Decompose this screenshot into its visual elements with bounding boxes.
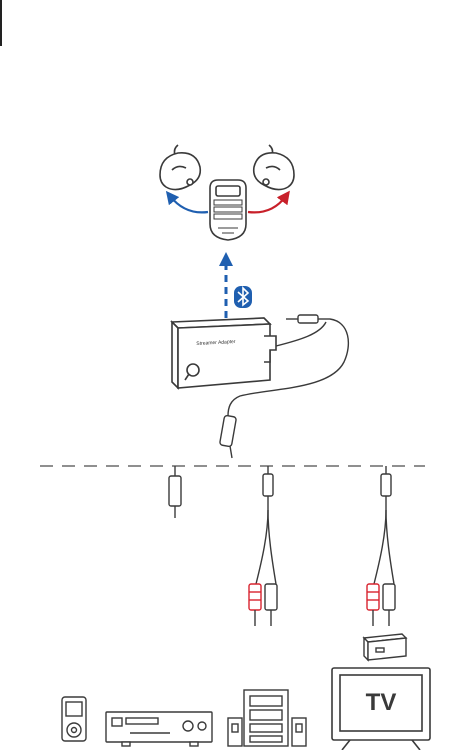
tv-label: TV [366, 689, 397, 716]
arrow-left [170, 196, 208, 212]
adapter-box [172, 318, 276, 388]
rca-splitter-icon-2 [374, 466, 394, 584]
mp3-player-icon [62, 697, 86, 741]
aux-cable [276, 322, 326, 346]
bluetooth-arrow-head [219, 252, 233, 266]
rca-plugs-left [249, 584, 277, 626]
jack-adapter-icon [169, 466, 181, 518]
bluetooth-icon [234, 286, 252, 308]
jack-plug-icon [219, 415, 236, 458]
settop-box-icon [364, 634, 406, 660]
hifi-icon [228, 690, 306, 746]
arrow-right [248, 196, 286, 212]
small-plug-icon [286, 315, 330, 323]
remote-icon [210, 180, 246, 240]
hearing-aid-right-icon [254, 145, 294, 190]
rca-splitter-icon [256, 466, 276, 584]
rca-plugs-right [367, 584, 395, 626]
hearing-aid-left-icon [160, 145, 200, 190]
receiver-icon [106, 712, 212, 746]
